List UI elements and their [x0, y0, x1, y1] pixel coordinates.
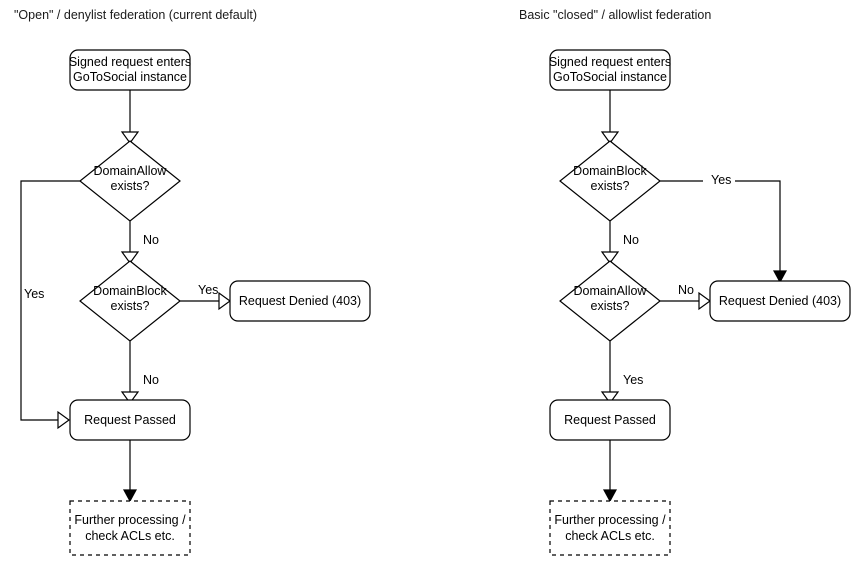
arrowhead-open-icon [698, 291, 712, 311]
edge-label-decision1-yes-text: Yes [711, 173, 731, 187]
node-decision-domainallow-left[interactable]: DomainAllow exists? [79, 140, 181, 222]
entry-label-line2: GoToSocial instance [73, 70, 187, 84]
edge-decision2-no-right: No [660, 283, 712, 311]
edge-label-decision2-yes: Yes [198, 283, 218, 297]
edge-label-decision1-no: No [143, 233, 159, 247]
arrowhead-open-icon [120, 131, 140, 145]
edge-decision2-yes-right: Yes [600, 341, 643, 405]
node-decision-domainblock-right[interactable]: DomainBlock exists? [559, 140, 661, 222]
decision1-label-line1: DomainBlock [573, 164, 647, 178]
node-request-passed-left[interactable]: Request Passed [69, 399, 191, 441]
node-decision-domainallow-right[interactable]: DomainAllow exists? [559, 260, 661, 342]
edge-label-decision1-yes: Yes [24, 287, 44, 301]
edge-decision1-yes-left: Yes [20, 180, 80, 430]
entry-label-line1: Signed request enters [549, 55, 671, 69]
decision2-label-line2: exists? [111, 299, 150, 313]
node-entry-left[interactable]: Signed request enters GoToSocial instanc… [69, 49, 191, 91]
diagram-title-closed-allowlist: Basic "closed" / allowlist federation [519, 8, 711, 22]
edge-label-decision2-no: No [143, 373, 159, 387]
entry-label-line1: Signed request enters [69, 55, 191, 69]
decision1-label-line2: exists? [111, 179, 150, 193]
node-request-denied-right[interactable]: Request Denied (403) [709, 280, 851, 322]
edge-decision1-yes-right: Yes Yes [660, 171, 788, 284]
entry-label-line2: GoToSocial instance [553, 70, 667, 84]
edge-label-decision1-no: No [623, 233, 639, 247]
passed-label: Request Passed [84, 413, 176, 427]
arrowhead-filled-icon [122, 489, 138, 503]
denied-label: Request Denied (403) [719, 294, 841, 308]
further-label-line2: check ACLs etc. [85, 529, 175, 543]
node-decision-domainblock-left[interactable]: DomainBlock exists? [79, 260, 181, 342]
arrowhead-open-icon [120, 251, 140, 265]
arrowhead-open-icon [120, 391, 140, 405]
passed-label: Request Passed [564, 413, 656, 427]
edge-entry-to-decision1-right [600, 90, 620, 145]
edge-decision2-yes-left: Yes [180, 283, 232, 311]
decision1-label-line1: DomainAllow [94, 164, 168, 178]
node-entry-right[interactable]: Signed request enters GoToSocial instanc… [549, 49, 671, 91]
edge-passed-to-further-left [122, 440, 138, 503]
node-further-processing-right[interactable]: Further processing / check ACLs etc. [549, 500, 671, 556]
edge-label-backdrop [703, 172, 735, 188]
denied-box-shape[interactable] [709, 280, 851, 322]
arrowhead-open-icon [600, 391, 620, 405]
decision1-label-line2: exists? [591, 179, 630, 193]
further-label-line1: Further processing / [74, 513, 186, 527]
denied-box-shape[interactable] [229, 280, 371, 322]
edge-decision2-no-left: No [120, 341, 159, 405]
arrowhead-open-icon [600, 251, 620, 265]
decision2-label-line1: DomainAllow [574, 284, 648, 298]
further-box-shape[interactable] [549, 500, 671, 556]
denied-label: Request Denied (403) [239, 294, 361, 308]
arrowhead-filled-icon [772, 270, 788, 284]
arrowhead-open-icon [218, 291, 232, 311]
edge-decision1-no-right: No [600, 221, 639, 265]
diagram-closed-allowlist: Basic "closed" / allowlist federation Si… [519, 8, 851, 556]
decision2-label-line2: exists? [591, 299, 630, 313]
diagram-title-open-denylist: "Open" / denylist federation (current de… [14, 8, 257, 22]
edge-passed-to-further-right [602, 440, 618, 503]
edge-label-decision2-yes: Yes [623, 373, 643, 387]
further-box-shape[interactable] [69, 500, 191, 556]
arrowhead-filled-icon [602, 489, 618, 503]
further-label-line1: Further processing / [554, 513, 666, 527]
further-label-line2: check ACLs etc. [565, 529, 655, 543]
decision2-label-line1: DomainBlock [93, 284, 167, 298]
node-request-passed-right[interactable]: Request Passed [549, 399, 671, 441]
node-request-denied-left[interactable]: Request Denied (403) [229, 280, 371, 322]
edge-entry-to-decision1-left [120, 90, 140, 145]
edge-decision1-no-left: No [120, 221, 159, 265]
edge-label-decision2-no: No [678, 283, 694, 297]
diagram-open-denylist: "Open" / denylist federation (current de… [14, 8, 371, 556]
node-further-processing-left[interactable]: Further processing / check ACLs etc. [69, 500, 191, 556]
arrowhead-open-icon [600, 131, 620, 145]
arrowhead-open-icon [57, 410, 71, 430]
